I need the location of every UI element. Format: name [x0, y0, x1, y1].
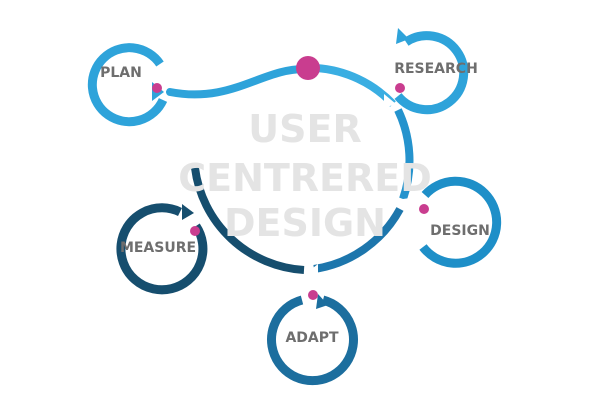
- node-label-research: RESEARCH: [394, 61, 478, 77]
- center-title-line-2: CENTRERED: [178, 156, 432, 200]
- start-dot: [296, 56, 320, 80]
- node-label-adapt: ADAPT: [285, 330, 339, 346]
- main-arc-adapt: [313, 207, 404, 273]
- arrow-notch-research: [384, 94, 396, 108]
- adapt-dot: [308, 290, 318, 300]
- research-arrow-icon: [396, 28, 409, 44]
- main-arc-design: [394, 108, 414, 201]
- node-label-measure: MEASURE: [120, 240, 196, 256]
- measure-ring: [116, 203, 208, 295]
- research-dot: [395, 83, 405, 93]
- main-arc-measure: [191, 167, 305, 274]
- measure-dot: [190, 226, 200, 236]
- arrow-notch-measure: [198, 212, 209, 222]
- center-title-line-3: DESIGN: [224, 201, 386, 245]
- plan-dot: [152, 83, 162, 93]
- design-dot: [419, 204, 429, 214]
- connector-plan: [166, 64, 310, 99]
- arrow-notch-design: [396, 198, 410, 209]
- design-ring: [419, 176, 502, 268]
- plan-ring: [87, 43, 168, 127]
- measure-arrow-icon: [182, 204, 194, 220]
- main-arc-research: [315, 64, 396, 107]
- research-ring: [394, 31, 469, 115]
- node-label-design: DESIGN: [430, 223, 490, 239]
- center-title-line-1: USER: [248, 107, 361, 151]
- arrow-notch-adapt: [309, 264, 318, 277]
- adapt-arrow-icon: [316, 294, 328, 309]
- node-label-plan: PLAN: [100, 65, 142, 81]
- adapt-ring: [267, 295, 358, 386]
